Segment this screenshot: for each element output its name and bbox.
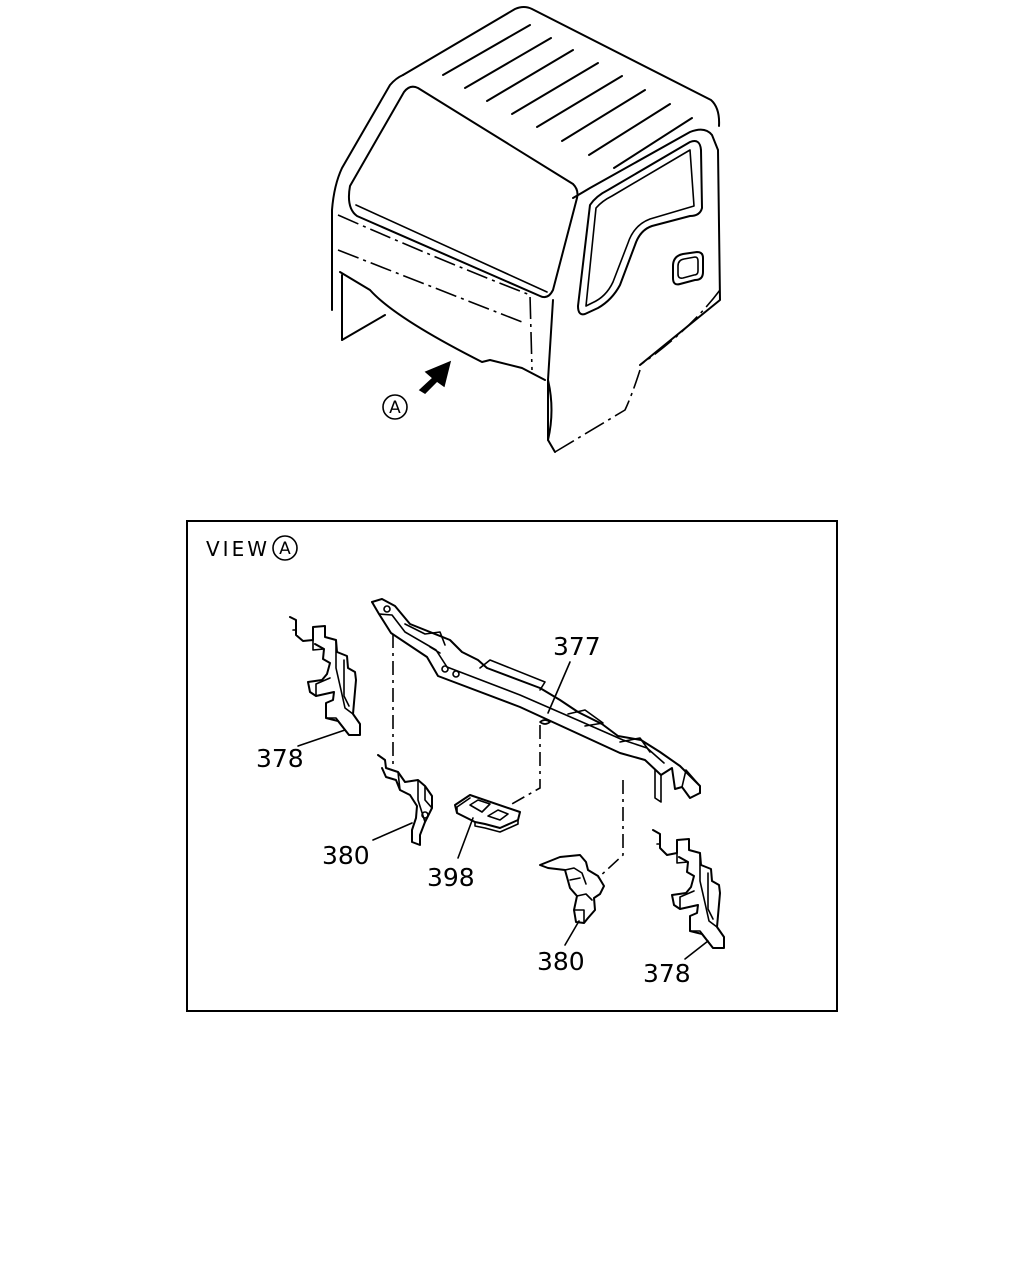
leader-398 <box>457 817 474 859</box>
leader-380-right <box>564 920 580 946</box>
part-398-plate <box>454 794 521 833</box>
part-378-right-bracket <box>652 829 725 949</box>
part-380-right-bracket <box>539 854 605 924</box>
part-380-left-bracket <box>377 754 433 846</box>
truck-cab-illustration: A <box>331 6 721 453</box>
callout-letter: A <box>389 398 401 418</box>
part-number-377: 377 <box>553 632 601 661</box>
view-label: VIEW <box>206 537 270 561</box>
part-377-cross-member <box>371 598 701 803</box>
part-number-378-right: 378 <box>643 959 691 988</box>
part-378-left-bracket <box>289 616 361 736</box>
leader-378-left <box>297 729 346 747</box>
alignment-line-right <box>597 780 624 879</box>
leader-380-left <box>372 822 413 841</box>
alignment-line-center <box>509 725 541 806</box>
leader-377 <box>547 661 571 714</box>
view-frame <box>186 520 838 1012</box>
view-letter: A <box>279 539 291 559</box>
part-number-378-left: 378 <box>256 744 304 773</box>
leader-378-right <box>684 940 709 960</box>
part-number-398: 398 <box>427 863 475 892</box>
part-number-380-left: 380 <box>322 841 370 870</box>
part-number-380-right: 380 <box>537 947 585 976</box>
